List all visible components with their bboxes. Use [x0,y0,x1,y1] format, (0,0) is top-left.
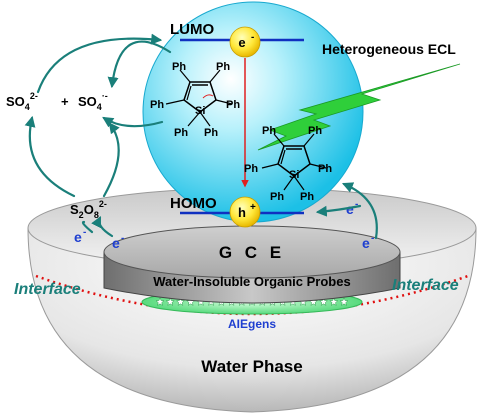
e-symbol: e [362,235,370,251]
persulfate-s: S [70,202,79,217]
ph-label: Ph [226,99,240,111]
heterogeneous-ecl-label: Heterogeneous ECL [322,41,456,57]
aiegens-star-icon [329,297,339,306]
persulfate-sub1: 2 [79,210,84,220]
interface-left-label: Interface [14,281,81,298]
water-phase-label: Water Phase [201,357,302,376]
sulfate-text: SO [6,94,25,109]
probes-label: Water-Insoluble Organic Probes [153,274,350,289]
arrow-lumo-to-radical [107,40,172,89]
e-symbol: e [112,235,120,251]
e-charge: - [83,227,86,238]
svg-text:SO42-: SO42- [6,91,38,112]
plus-sign: + [61,94,69,109]
ph-label: Ph [172,61,186,73]
ph-label: Ph [308,125,322,137]
silole-molecule-lower: Ph Ph Ph Ph Ph Ph Si [244,125,332,203]
arrow-gce-to-homo [341,182,378,240]
ph-label: Ph [262,125,276,137]
e-symbol: e [346,201,354,217]
interface-dotted-line [35,274,469,316]
persulfate-o: O [84,202,94,217]
ph-label: Ph [216,61,230,73]
persulfate-label: S2O82- [70,199,107,220]
electron-symbol: e [238,35,245,50]
ph-label: Ph [318,163,332,175]
sulfate-sub: 4 [25,102,30,112]
e-charge: - [371,233,374,244]
aiegens-star-icon [175,297,186,306]
svg-text:SO4·-: SO4·- [78,91,108,112]
electron-label-gce-right: e - [362,233,374,251]
aiegens-star-icon [318,297,329,306]
arrow-sulfate-to-lumo [36,33,163,94]
sulfate-radical-label: SO4·- [78,91,108,112]
silole-molecule-upper: Ph Ph Ph Ph Ph Ph Si [150,61,240,139]
sulfate-radical-sub: 4 [97,102,102,112]
e-charge: - [121,233,124,244]
ph-label: Ph [150,99,164,111]
homo-label: HOMO [170,195,217,212]
svg-text:S2O82-: S2O82- [70,199,107,220]
e-symbol: e [74,229,82,245]
gce-label: G C E [219,243,285,262]
light-flash [257,63,461,151]
ph-label: Ph [174,127,188,139]
ph-label: Ph [270,191,284,203]
sulfate-radical-text: SO [78,94,97,109]
ph-label: Ph [204,127,218,139]
arrow-persulfate-to-sulfate [24,115,76,198]
gce-electrode: G C E Water-Insoluble Organic Probes [103,225,401,304]
arrow-sphere-to-radical [102,116,164,128]
electron-ball: e - [229,26,261,58]
electron-label-gce-left: e - [112,233,124,251]
aiegens-label: AIEgens [228,317,276,331]
hole-symbol: h [238,205,246,220]
lumo-label: LUMO [170,21,214,38]
persulfate-sub2: 8 [94,210,99,220]
sulfate-radical-sup: ·- [102,91,108,101]
sulfate-anion-label: SO42- [6,91,38,112]
arrow-gce-to-persulfate [91,216,114,238]
teal-arrows [24,33,378,240]
arrow-persulfate-to-radical [102,122,120,198]
aiegens-star-icon [339,297,349,306]
interface-right-label: Interface [392,277,459,294]
aiegens-star-icon [165,297,175,306]
hole-ball: h + [229,196,261,228]
e-charge: - [355,199,358,210]
aiegens-star-icon [155,297,165,306]
si-label: Si [289,169,299,181]
arrow-electron-to-homo [315,204,362,217]
sulfate-sup: 2- [30,91,38,101]
ph-label: Ph [244,163,258,175]
electron-charge: - [251,32,254,43]
electron-label-right: e - [346,199,358,217]
ph-label: Ph [300,191,314,203]
electron-label-left: e - [74,227,86,245]
hole-charge: + [250,202,256,213]
persulfate-sup: 2- [99,199,107,209]
si-label: Si [195,105,205,117]
arrow-stub [81,220,94,234]
